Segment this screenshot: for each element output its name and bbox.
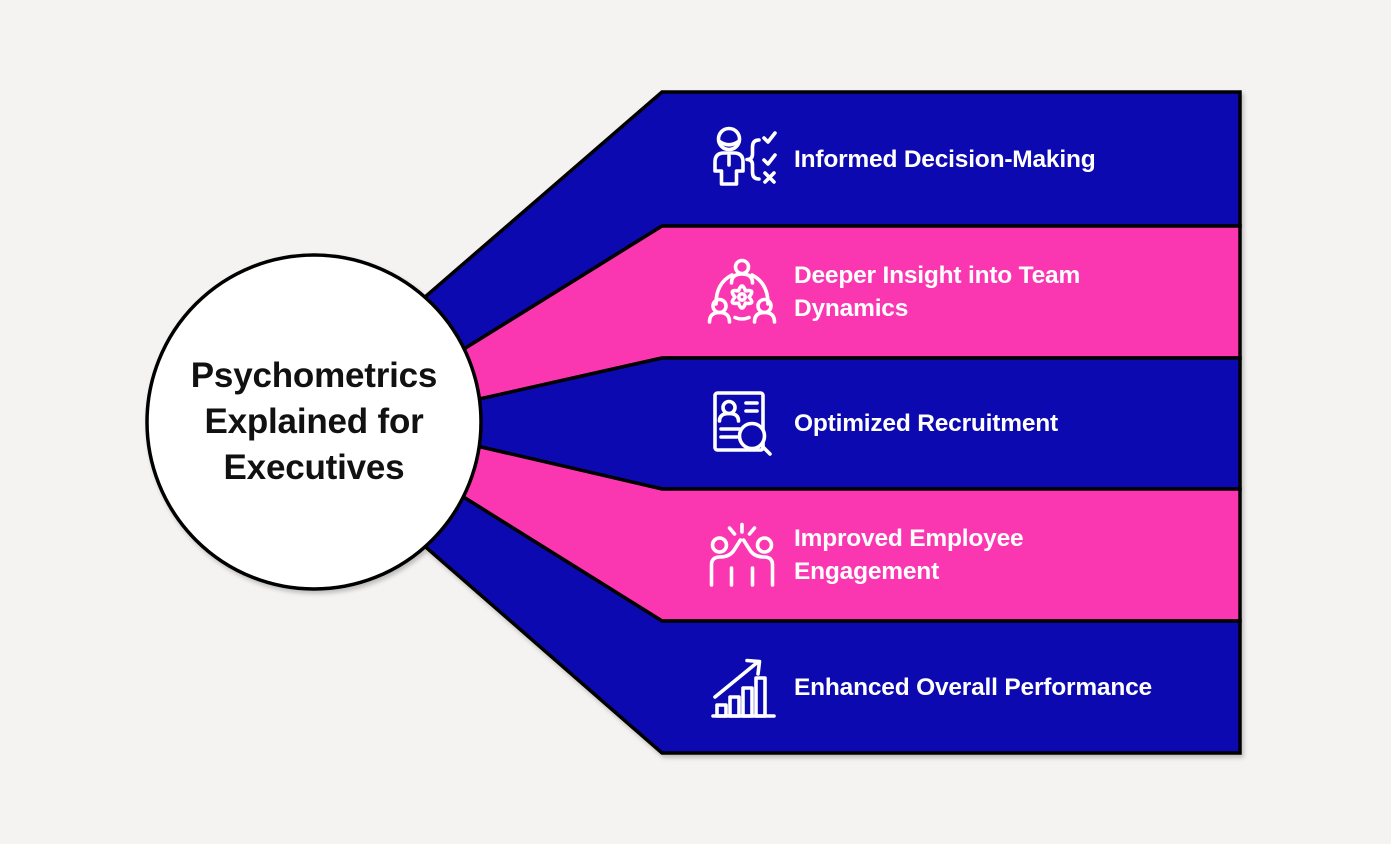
band-label: Improved Employee Engagement — [794, 525, 1024, 585]
growth-bar-chart-icon — [706, 651, 778, 723]
hub-circle — [145, 253, 483, 591]
hub-title: Psychometrics Explained for Executives — [190, 356, 438, 487]
band-row-optimized-recruitment: Optimized Recruitment — [706, 358, 1226, 489]
band-row-informed-decision-making: Informed Decision-Making — [706, 92, 1226, 226]
team-gear-icon — [706, 256, 778, 328]
band-row-overall-performance: Enhanced Overall Performance — [706, 621, 1226, 753]
band-label: Deeper Insight into Team Dynamics — [794, 262, 1081, 322]
band-label: Optimized Recruitment — [794, 410, 1058, 437]
band-row-employee-engagement: Improved Employee Engagement — [706, 489, 1226, 621]
band-label: Enhanced Overall Performance — [794, 673, 1152, 701]
high-five-icon — [706, 519, 778, 591]
band-row-team-dynamics: Deeper Insight into Team Dynamics — [706, 226, 1226, 358]
person-decision-checklist-icon — [706, 123, 778, 195]
band-label: Informed Decision-Making — [794, 145, 1096, 173]
resume-search-icon — [706, 388, 778, 460]
